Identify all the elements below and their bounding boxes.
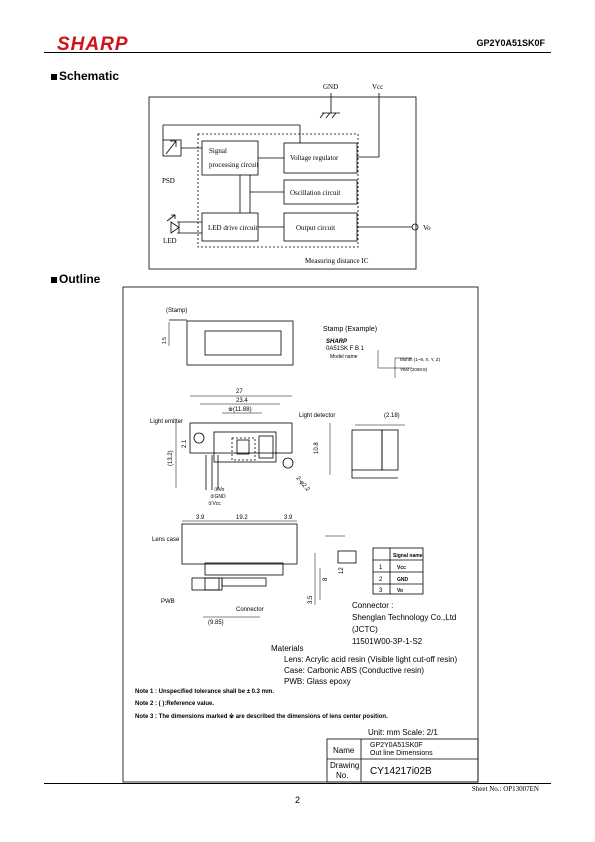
signal-row-1-num: 1	[379, 565, 383, 571]
outline-drawing	[122, 286, 479, 783]
vcc-label: Vcc	[372, 83, 383, 91]
connector-label: Connector	[236, 607, 264, 613]
schematic-labels: GND Vcc PSD LED Signal processing circui…	[162, 83, 431, 265]
signal-processing-label-2: processing circuit	[209, 161, 259, 169]
dim-phi: 2-φ2.2	[294, 475, 310, 493]
dim-1-5: 1.5	[162, 337, 168, 344]
drawing-value: CY14217i02B	[370, 766, 432, 777]
voltage-regulator-label: Voltage regulator	[290, 154, 339, 162]
name-value-1: GP2Y0A51SK0F	[370, 742, 423, 749]
schematic-diagram	[148, 93, 419, 270]
materials-case: Case: Carbonic ABS (Conductive resin)	[284, 666, 424, 675]
led-label: LED	[163, 237, 177, 245]
dim-10-8: 10.8	[314, 442, 320, 454]
dim-27: 27	[236, 389, 243, 395]
dim-13-2: (13.2)	[168, 450, 174, 466]
note-3: Note 3 : The dimensions marked ※ are des…	[135, 712, 388, 720]
dim-12: 12	[339, 567, 345, 574]
name-label: Name	[333, 746, 355, 755]
lens-case-label: Lens case	[152, 537, 180, 543]
dim-2-18: (2.18)	[384, 413, 400, 419]
name-value-2: Out line Dimensions	[370, 750, 433, 757]
drawing-label-1: Drawing	[330, 761, 359, 770]
materials-lens: Lens: Acrylic acid resin (Visible light …	[284, 655, 457, 664]
light-detector-label: Light detector	[299, 413, 335, 419]
schematic-heading: Schematic	[51, 69, 119, 83]
signal-row-2-name: GND	[397, 577, 409, 583]
output-label: Output circuit	[296, 224, 335, 232]
page-number: 2	[294, 795, 300, 805]
ic-boundary	[197, 133, 359, 248]
stamp-logo: SHARP	[326, 339, 348, 345]
signal-table-header: Signal name	[393, 553, 423, 559]
vo-label: Vo	[423, 224, 431, 232]
psd-label: PSD	[162, 177, 175, 185]
signal-processing-label-1: Signal	[209, 147, 227, 155]
pin1-label: ①Vcc	[208, 501, 221, 507]
sharp-logo: SHARP	[57, 34, 129, 55]
bullet-square-icon	[51, 276, 57, 283]
sheet-number: Sheet No.: OP13007EN	[471, 785, 539, 793]
materials-title: Materials	[271, 644, 303, 653]
bullet-square-icon	[51, 73, 57, 80]
model-number: GP2Y0A51SK0F	[476, 38, 545, 48]
dim-11-88: ※(11.88)	[228, 406, 252, 413]
pin2-label: ②GND	[210, 494, 226, 500]
stamp-code: 0A51SK F B 1	[326, 346, 365, 352]
connector-title: Connector :	[352, 601, 393, 610]
signal-row-3-num: 3	[379, 588, 383, 594]
drawing-label-2: No.	[336, 771, 348, 780]
dim-9-85: (9.85)	[208, 620, 224, 626]
outline-labels: (Stamp) Stamp (Example) SHARP 0A51SK F B…	[135, 308, 457, 780]
footer-rule	[44, 783, 551, 784]
schematic-frame	[148, 96, 417, 270]
dim-23-4: 23.4	[236, 398, 248, 404]
connector-jctc: (JCTC)	[352, 625, 378, 634]
header-rule	[44, 52, 551, 53]
dim-3-5: 3.5	[308, 595, 314, 604]
pin3-label: ③Vo	[214, 487, 225, 493]
signal-row-2-num: 2	[379, 577, 383, 583]
stamp-label: (Stamp)	[166, 308, 187, 314]
ic-label: Measuring distance IC	[305, 257, 369, 265]
dim-3-9a: 3.9	[196, 515, 205, 521]
note-1: Note 1 : Unspecified tolerance shall be …	[135, 689, 274, 695]
signal-row-3-name: Vo	[397, 588, 403, 594]
month-label: Month (1~9, X, Y, Z)	[400, 357, 440, 362]
outline-heading: Outline	[51, 272, 100, 286]
signal-row-1-name: Vcc	[397, 565, 406, 571]
schematic-title: Schematic	[59, 69, 120, 83]
stamp-example-label: Stamp (Example)	[323, 326, 377, 333]
dim-3-9b: 3.9	[284, 515, 293, 521]
outline-frame	[122, 286, 479, 783]
connector-maker: Shenglan Technology Co.,Ltd	[352, 613, 456, 622]
psd-symbol	[162, 139, 182, 157]
materials-pwb: PWB: Glass epoxy	[284, 677, 351, 686]
year-label: Year (2008:8)	[400, 367, 428, 372]
dim-8: 8	[323, 577, 329, 581]
unit-scale: Unit: mm Scale: 2/1	[368, 728, 438, 737]
dim-19-2: 19.2	[236, 515, 248, 521]
dim-2-1: 2.1	[182, 439, 188, 448]
model-name-label: Model name	[330, 354, 358, 360]
led-drive-label: LED drive circuit	[208, 224, 257, 232]
led-symbol	[170, 221, 180, 234]
gnd-label: GND	[323, 83, 338, 91]
note-2: Note 2 : ( ):Reference value.	[135, 701, 214, 707]
oscillation-label: Oscillation circuit	[290, 189, 340, 197]
outline-title: Outline	[59, 272, 101, 286]
connector-part: 11501W00-3P-1-S2	[352, 637, 423, 646]
pwb-label: PWB	[161, 599, 175, 605]
light-emitter-label: Light emitter	[150, 419, 183, 425]
